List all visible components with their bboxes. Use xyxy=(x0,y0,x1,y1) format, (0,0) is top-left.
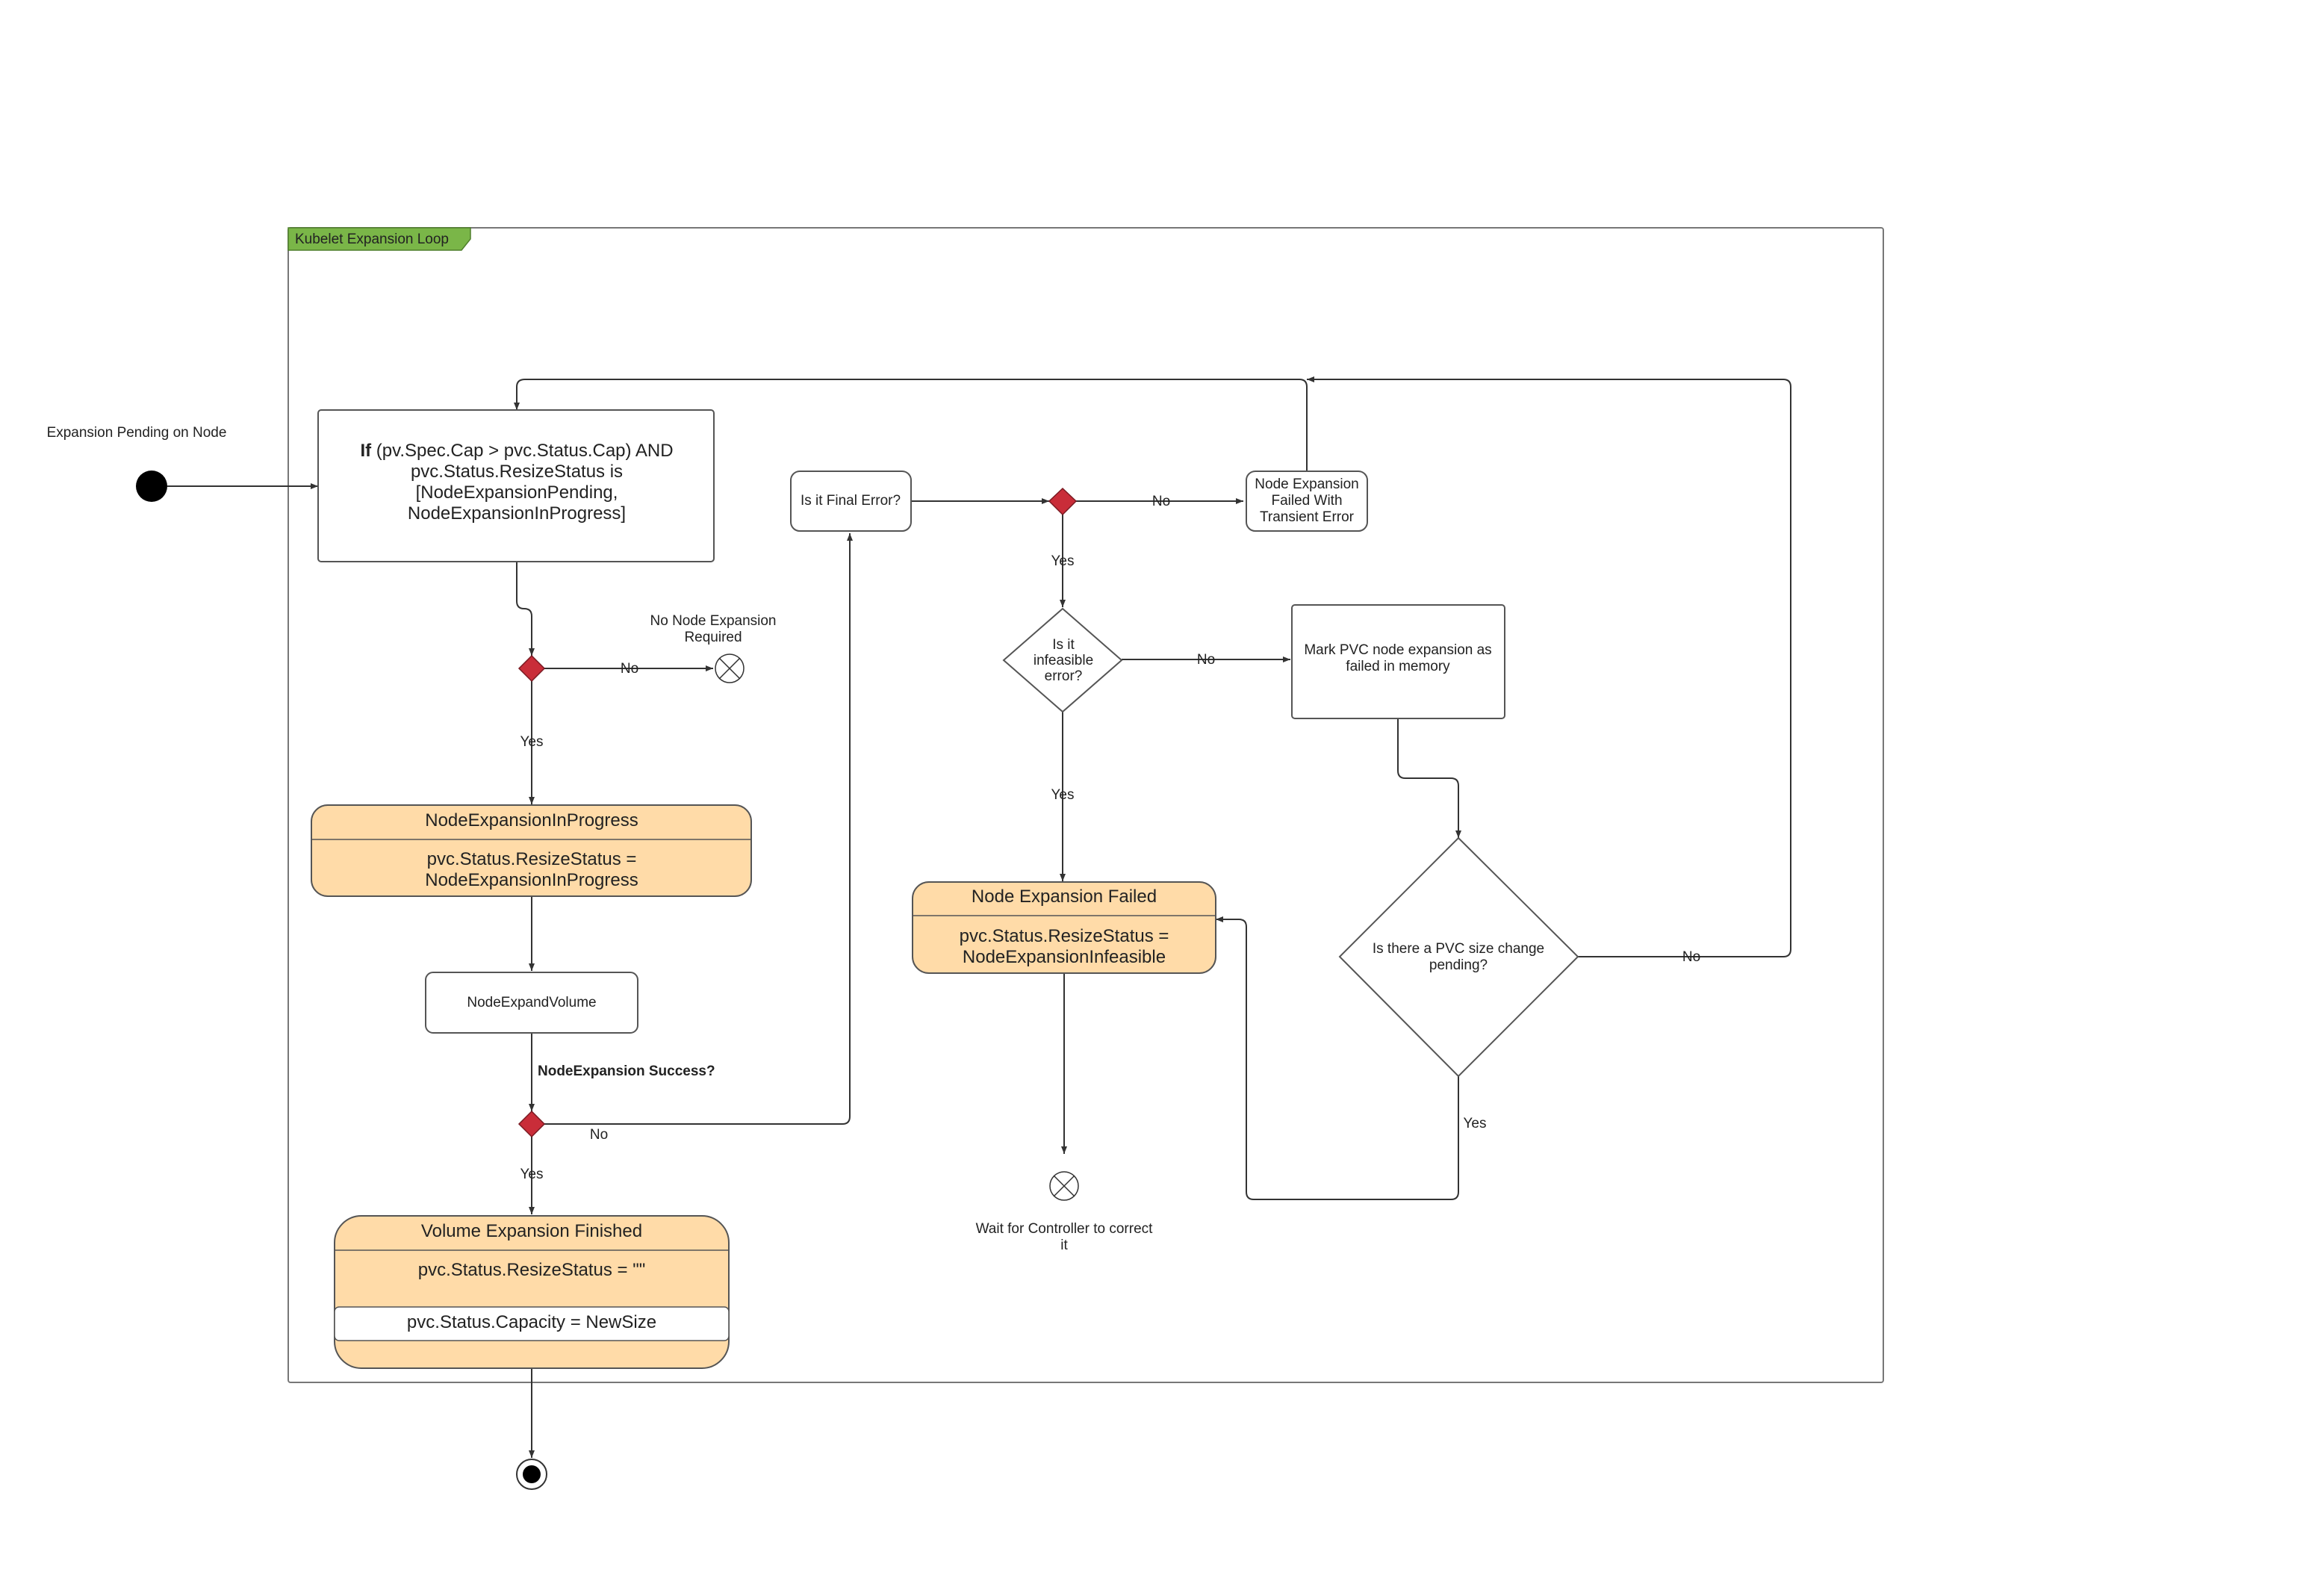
node-expand-volume-box xyxy=(425,972,638,1034)
kubelet-loop-frame xyxy=(288,227,1884,1383)
condition-check-text: If (pv.Spec.Cap > pvc.Status.Cap) AND xyxy=(360,441,673,461)
infeasible-line-2: infeasible xyxy=(1034,653,1093,668)
transient-line-2: Failed With xyxy=(1271,493,1342,509)
final-error-label: Is it Final Error? xyxy=(801,493,901,509)
condition-line-1: (pv.Spec.Cap > pvc.Status.Cap) AND xyxy=(371,441,673,461)
no-expansion-line-1: No Node Expansion xyxy=(650,613,777,629)
node-failed-line-2: NodeExpansionInfeasible xyxy=(963,947,1166,967)
label-yes-5: Yes xyxy=(1464,1116,1487,1131)
capacity-row xyxy=(334,1306,730,1341)
label-no-4: No xyxy=(1197,652,1215,668)
if-keyword: If xyxy=(360,441,372,461)
transient-line-3: Transient Error xyxy=(1260,509,1355,525)
decision-diamond-1 xyxy=(518,654,546,683)
in-progress-title: NodeExpansionInProgress xyxy=(425,810,638,830)
edge-dec2-finalerror xyxy=(544,533,853,1125)
flow-final-node-1 xyxy=(715,653,745,683)
edge-check-dec1 xyxy=(516,562,535,656)
label-yes-2: Yes xyxy=(520,1167,544,1182)
wait-line-2: it xyxy=(1060,1238,1068,1253)
transient-line-1: Node Expansion xyxy=(1255,476,1358,492)
label-no-1: No xyxy=(621,661,638,677)
frame-title: Kubelet Expansion Loop xyxy=(295,232,449,247)
infeasible-line-3: error? xyxy=(1045,668,1083,684)
wait-line-1: Wait for Controller to correct xyxy=(976,1221,1154,1237)
edge-sizechange-loop xyxy=(1307,376,1791,957)
label-yes-1: Yes xyxy=(520,734,544,750)
state-node-expansion-failed xyxy=(912,881,1216,974)
size-change-line-1: Is there a PVC size change xyxy=(1373,941,1544,957)
start-label: Expansion Pending on Node xyxy=(47,425,227,441)
start-node xyxy=(136,471,167,502)
condition-line-2: pvc.Status.ResizeStatus is xyxy=(411,462,623,482)
finished-line-2: pvc.Status.Capacity = NewSize xyxy=(407,1312,656,1332)
condition-line-3: [NodeExpansionPending, xyxy=(416,482,618,503)
infeasible-line-1: Is it xyxy=(1052,637,1075,653)
success-question-label: NodeExpansion Success? xyxy=(538,1064,715,1079)
finished-title: Volume Expansion Finished xyxy=(421,1221,642,1241)
in-progress-line-2: NodeExpansionInProgress xyxy=(425,870,638,890)
infeasible-decision xyxy=(1002,607,1123,713)
transient-error-box xyxy=(1246,471,1368,532)
label-yes-3: Yes xyxy=(1051,553,1075,569)
node-expand-volume-label: NodeExpandVolume xyxy=(467,995,596,1010)
mark-failed-line-1: Mark PVC node expansion as xyxy=(1304,642,1491,658)
edge-transient-check xyxy=(514,379,1308,471)
in-progress-line-1: pvc.Status.ResizeStatus = xyxy=(427,849,637,869)
label-no-3: No xyxy=(1152,494,1170,509)
condition-check-box xyxy=(317,409,715,562)
end-node xyxy=(516,1459,547,1490)
condition-line-4: NodeExpansionInProgress] xyxy=(408,503,626,524)
size-change-line-2: pending? xyxy=(1429,957,1488,973)
node-failed-title: Node Expansion Failed xyxy=(972,887,1157,907)
label-no-5: No xyxy=(1682,949,1700,965)
frame-title-tab xyxy=(288,227,471,251)
no-expansion-line-2: Required xyxy=(684,630,742,645)
mark-failed-line-2: failed in memory xyxy=(1346,659,1450,674)
edge-sizechange-nodefailed xyxy=(1216,916,1459,1200)
label-no-2: No xyxy=(590,1127,608,1143)
node-failed-line-1: pvc.Status.ResizeStatus = xyxy=(960,926,1169,946)
decision-diamond-2 xyxy=(518,1110,546,1138)
flow-final-node-2 xyxy=(1049,1171,1079,1201)
final-error-box xyxy=(790,471,912,532)
edge-mark-sizechange xyxy=(1397,718,1461,838)
state-node-expansion-in-progress xyxy=(311,804,752,897)
decision-diamond-3 xyxy=(1048,487,1078,516)
finished-line-1: pvc.Status.ResizeStatus = "" xyxy=(418,1260,646,1280)
label-yes-4: Yes xyxy=(1051,787,1075,803)
size-change-decision xyxy=(1338,836,1579,1078)
mark-failed-box xyxy=(1291,604,1505,719)
